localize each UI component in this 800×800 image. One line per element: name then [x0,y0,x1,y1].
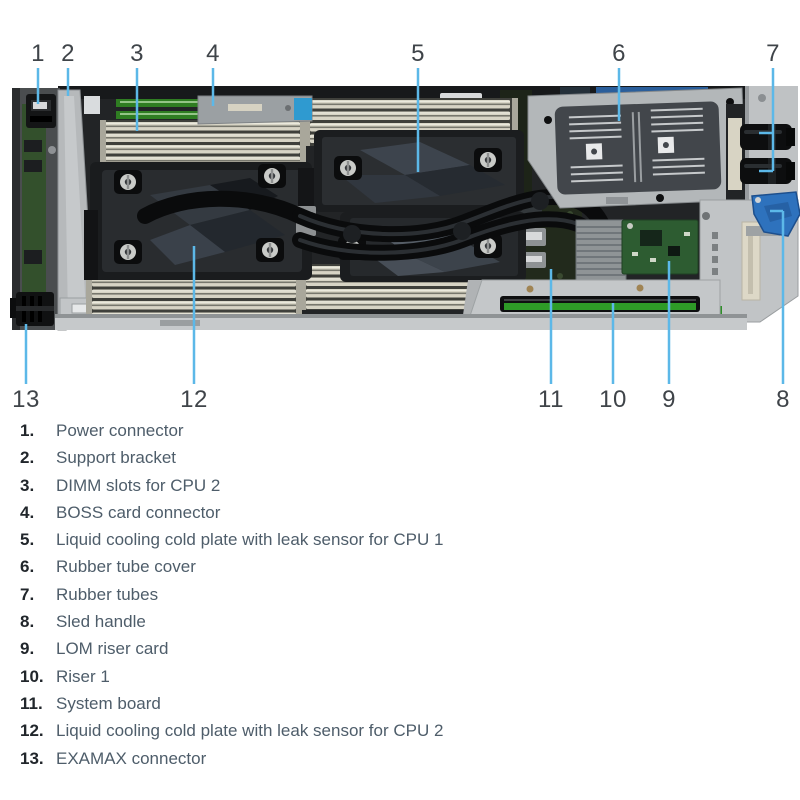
callout-lines [24,68,785,384]
legend-num: 11. [20,693,43,713]
legend-label: Power connector [56,421,184,440]
legend-num: 4. [20,502,35,522]
power-connector [26,94,56,128]
sled-diagram: 1 2 3 4 5 6 7 13 12 11 10 9 8 [10,40,800,413]
sled-handle [746,191,800,237]
sled-illustration [10,68,800,384]
callout-label-1: 1 [31,40,45,67]
callout-label-10: 10 [599,386,627,413]
callout-label-9: 9 [662,386,676,413]
legend-num: 10. [20,666,44,686]
lom-riser-card [621,219,699,275]
callout-label-12: 12 [180,386,208,413]
front-panel [12,88,60,330]
legend-item-3: 3. DIMM slots for CPU 2 [0,472,790,499]
callout-label-11: 11 [538,386,564,413]
legend-num: 5. [20,530,35,550]
legend-num: 1. [20,421,35,440]
legend-label: EXAMAX connector [56,748,207,768]
legend-label: Liquid cooling cold plate with leak sens… [56,721,444,741]
legend-item-2: 2. Support bracket [0,444,790,471]
legend-item-4: 4. BOSS card connector [0,499,790,526]
legend-label: BOSS card connector [56,502,221,522]
legend-label: Sled handle [56,612,146,632]
legend-num: 13. [20,748,44,768]
legend-item-1: 1. Power connector [0,417,790,444]
callout-label-7: 7 [766,40,780,67]
legend-label: LOM riser card [56,639,169,659]
callout-label-13: 13 [12,386,40,413]
callout-label-2: 2 [61,40,75,67]
rubber-tube-cover [527,87,747,209]
legend-item-11: 11. System board [0,690,790,717]
legend-item-13: 13. EXAMAX connector [0,745,790,772]
legend-label: Riser 1 [56,666,110,686]
legend-item-6: 6. Rubber tube cover [0,553,790,580]
legend-label: Support bracket [56,448,177,468]
legend-item-8: 8. Sled handle [0,608,790,635]
legend-num: 12. [20,721,44,741]
heatsink [575,219,627,287]
legend-label: DIMM slots for CPU 2 [56,475,221,495]
dimm-slots-cpu2 [100,120,306,166]
legend-item-12: 12. Liquid cooling cold plate with leak s… [0,717,790,744]
examax-connector [10,292,54,326]
callout-label-4: 4 [206,40,220,67]
legend-num: 6. [20,557,35,577]
bottom-rail [55,314,747,330]
callout-label-5: 5 [411,40,425,67]
boss-card-connector [84,95,313,125]
legend-label: Rubber tubes [56,584,159,604]
legend-item-9: 9. LOM riser card [0,635,790,662]
legend-num: 8. [20,612,35,632]
legend-item-7: 7. Rubber tubes [0,581,790,608]
legend-num: 7. [20,584,35,604]
callout-label-6: 6 [612,40,626,67]
legend-label: System board [56,693,161,713]
legend-num: 9. [20,639,35,659]
cpu2-cold-plate [84,162,312,280]
legend-item-10: 10. Riser 1 [0,663,790,690]
legend-label: Rubber tube cover [56,557,196,577]
legend-num: 2. [20,448,35,468]
legend-item-5: 5. Liquid cooling cold plate with leak se… [0,526,790,553]
callout-label-3: 3 [130,40,144,67]
legend: 1. Power connector 2. Support bracket 3. DI… [0,417,790,772]
legend-label: Liquid cooling cold plate with leak sens… [56,530,444,550]
legend-num: 3. [20,475,35,495]
callout-label-8: 8 [776,386,790,413]
